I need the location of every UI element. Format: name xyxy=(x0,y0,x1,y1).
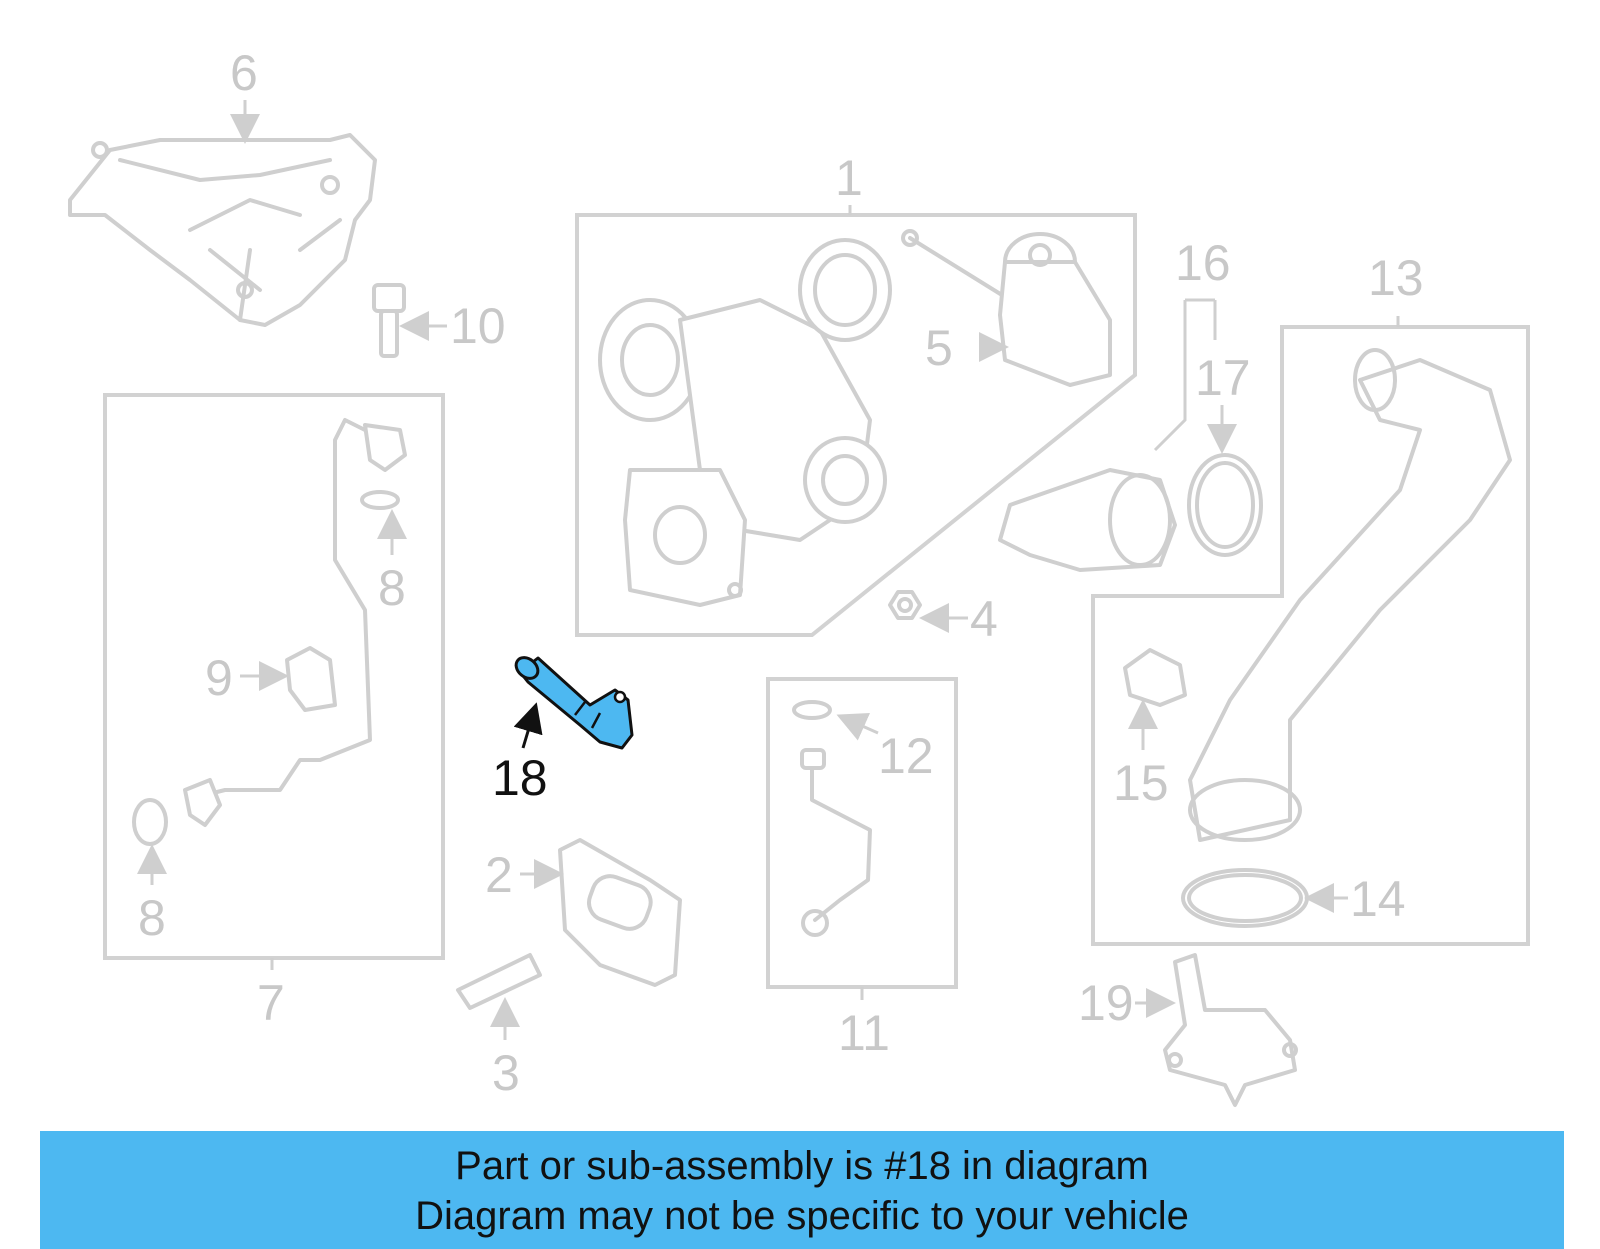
banner-line-2: Diagram may not be specific to your vehi… xyxy=(415,1194,1189,1238)
callout-12: 12 xyxy=(878,728,934,784)
part-4-nut: 4 xyxy=(888,590,998,647)
callout-1: 1 xyxy=(835,150,863,206)
callout-5: 5 xyxy=(925,320,953,376)
notice-banner: Part or sub-assembly is #18 in diagram D… xyxy=(40,1131,1564,1249)
callout-8a: 8 xyxy=(378,560,406,616)
callout-16: 16 xyxy=(1175,235,1231,291)
part-18-highlighted-sensor: 18 xyxy=(492,656,634,806)
banner-line-1: Part or sub-assembly is #18 in diagram xyxy=(455,1144,1149,1188)
callout-18: 18 xyxy=(492,750,548,806)
part-3-stud: 3 xyxy=(456,953,542,1101)
part-10-bolt: 10 xyxy=(372,283,506,358)
callout-7: 7 xyxy=(257,975,285,1031)
callout-14: 14 xyxy=(1350,871,1406,927)
box-1-turbocharger: 1 5 xyxy=(575,150,1137,637)
callout-3: 3 xyxy=(492,1045,520,1101)
part-19-bracket: 19 xyxy=(1078,953,1298,1107)
box-7-oil-line: 7 8 9 8 xyxy=(103,393,445,1031)
callout-10: 10 xyxy=(450,298,506,354)
callout-4: 4 xyxy=(970,591,998,647)
part-2-gasket: 2 xyxy=(485,838,682,987)
callout-8b: 8 xyxy=(138,890,166,946)
callout-17: 17 xyxy=(1195,350,1251,406)
callout-9: 9 xyxy=(205,650,233,706)
callout-19: 19 xyxy=(1078,975,1134,1031)
callout-11: 11 xyxy=(838,1005,890,1061)
callout-13: 13 xyxy=(1368,250,1424,306)
callout-2: 2 xyxy=(485,847,513,903)
callout-6: 6 xyxy=(230,45,258,101)
callout-15: 15 xyxy=(1113,755,1169,811)
box-11-return-line: 11 12 xyxy=(766,677,958,1061)
box-13-charge-pipe: 13 15 14 xyxy=(1091,250,1530,946)
part-16-17-inlet: 16 17 xyxy=(998,235,1263,572)
part-6-heat-shield: 6 xyxy=(68,45,377,327)
